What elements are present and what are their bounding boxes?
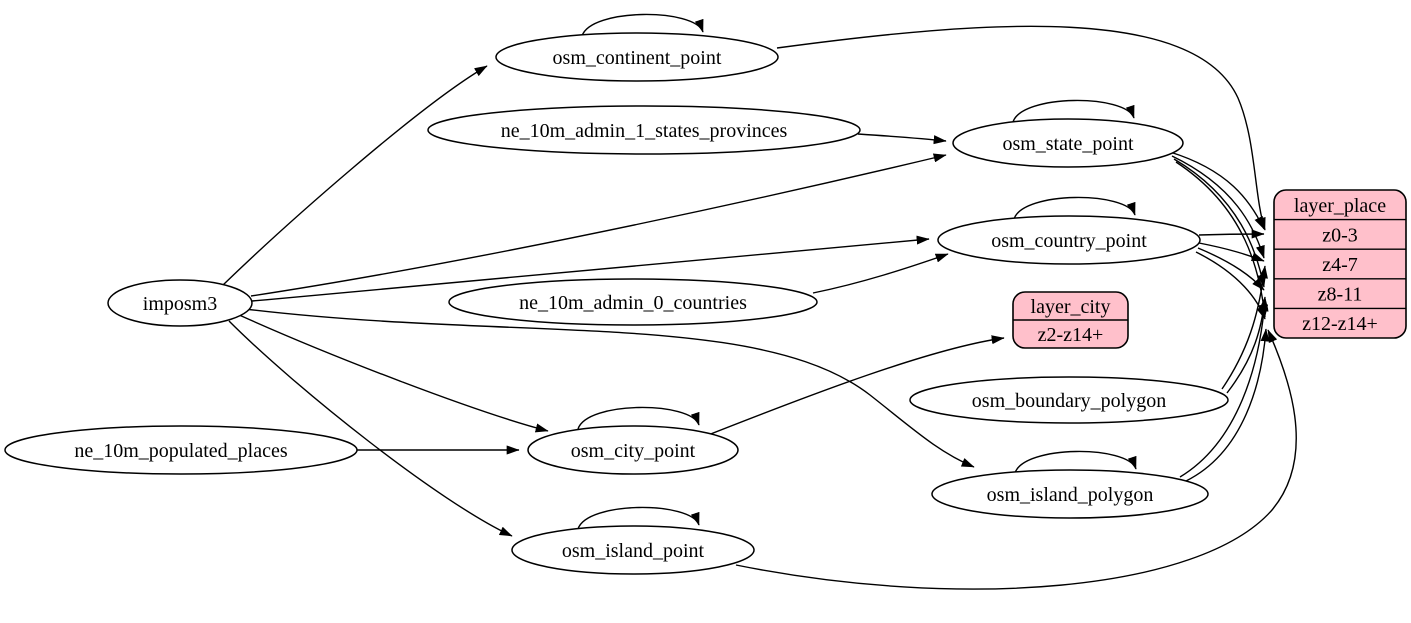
edge-osm_continent_point-to-layer_placez0-3	[776, 25, 1266, 231]
node-shape-imposm3	[107, 279, 253, 327]
record-row-layer_place-z4-7: z4-7	[1322, 254, 1358, 276]
node-shape-osm_island_point	[511, 525, 755, 575]
record-row-layer_place-z8-11: z8-11	[1318, 284, 1363, 306]
edge-osm_country_point-to-layer_placez8-11	[1197, 247, 1265, 291]
record-row-layer_place-z0-3: z0-3	[1322, 224, 1358, 246]
self-loop-osm_country_point	[1013, 196, 1136, 220]
node-osm_boundary_polygon: osm_boundary_polygon	[909, 376, 1229, 424]
edge-layer	[222, 13, 1297, 590]
node-shape-osm_boundary_polygon	[909, 376, 1229, 424]
node-shape-ne_10m_admin_0_countries	[448, 278, 818, 326]
record-row-layer_place-z12-z14-: z12-z14+	[1302, 313, 1378, 335]
edge-ne_10m_admin_1_states_provinces-to-osm_state_point	[857, 133, 947, 145]
node-shape-ne_10m_populated_places	[4, 425, 358, 475]
edge-osm_state_point-to-layer_placez0-3	[1169, 151, 1265, 230]
edge-osm_island_polygon-to-layer_placez8-11	[1179, 298, 1269, 478]
edge-imposm3-to-osm_state_point	[250, 153, 947, 297]
edge-osm_country_point-to-layer_placez4-7	[1198, 242, 1265, 262]
edge-osm_state_point-to-layer_placez4-7	[1171, 155, 1265, 259]
node-label-imposm3: imposm3	[143, 293, 217, 315]
node-label-osm_country_point: osm_country_point	[991, 230, 1147, 252]
node-label-osm_island_point: osm_island_point	[562, 540, 705, 562]
node-shape-osm_continent_point	[495, 32, 779, 82]
record-row-layer_place-layer-place: layer_place	[1294, 195, 1386, 217]
record-layer_place: layer_place z0-3 z4-7 z8-11 z12-z14+	[1273, 189, 1407, 339]
node-osm_state_point: osm_state_point	[952, 118, 1184, 168]
node-label-ne_10m_populated_places: ne_10m_populated_places	[74, 440, 287, 462]
edge-osm_island_polygon-to-layer_placez12-z14	[1185, 328, 1270, 482]
node-osm_island_polygon: osm_island_polygon	[931, 469, 1209, 519]
record-layer_city: layer_city z2-z14+	[1012, 291, 1129, 349]
record-shape-layer_place	[1273, 189, 1407, 339]
edge-imposm3-to-osm_island_polygon	[244, 308, 975, 468]
node-osm_country_point: osm_country_point	[937, 215, 1201, 265]
node-ne_10m_admin_0_countries: ne_10m_admin_0_countries	[448, 278, 818, 326]
self-loop-osm_island_polygon	[1014, 450, 1137, 474]
node-shape-osm_city_point	[527, 425, 739, 475]
node-label-osm_city_point: osm_city_point	[571, 440, 696, 462]
edge-osm_island_point-to-layer_placez12-z14	[735, 329, 1297, 590]
node-label-osm_boundary_polygon: osm_boundary_polygon	[972, 390, 1166, 412]
record-row-layer_city-layer-city: layer_city	[1031, 296, 1111, 318]
node-shape-osm_state_point	[952, 118, 1184, 168]
node-ne_10m_populated_places: ne_10m_populated_places	[4, 425, 358, 475]
edge-imposm3-to-osm_continent_point	[222, 65, 488, 286]
edge-osm_country_point-to-layer_placez0-3	[1198, 229, 1265, 239]
edge-imposm3-to-osm_island_point	[228, 320, 513, 537]
node-osm_island_point: osm_island_point	[511, 525, 755, 575]
edge-osm_city_point-to-layer_cityz2-z14	[702, 335, 1005, 438]
node-imposm3: imposm3	[107, 279, 253, 327]
edge-osm_boundary_polygon-to-layer_placez4-7	[1221, 265, 1268, 390]
node-ne_10m_admin_1_states_provinces: ne_10m_admin_1_states_provinces	[427, 105, 861, 155]
node-label-ne_10m_admin_0_countries: ne_10m_admin_0_countries	[519, 292, 747, 314]
edge-imposm3-to-osm_city_point	[236, 313, 549, 433]
edge-ne_10m_admin_0_countries-to-osm_country_point	[812, 253, 949, 294]
node-label-osm_continent_point: osm_continent_point	[553, 47, 722, 69]
self-loop-osm_continent_point	[581, 13, 704, 37]
node-shape-osm_island_polygon	[931, 469, 1209, 519]
self-loop-osm_state_point	[1012, 99, 1135, 123]
node-osm_city_point: osm_city_point	[527, 425, 739, 475]
node-label-osm_island_polygon: osm_island_polygon	[987, 484, 1154, 506]
node-label-ne_10m_admin_1_states_provinces: ne_10m_admin_1_states_provinces	[501, 120, 788, 142]
self-loop-osm_island_point	[577, 506, 700, 530]
edge-imposm3-to-osm_country_point	[251, 235, 930, 302]
record-row-layer_city-z2-z14-: z2-z14+	[1038, 324, 1104, 346]
self-loop-osm_city_point	[577, 406, 700, 430]
node-osm_continent_point: osm_continent_point	[495, 32, 779, 82]
node-label-osm_state_point: osm_state_point	[1002, 133, 1134, 155]
node-shape-osm_country_point	[937, 215, 1201, 265]
node-shape-ne_10m_admin_1_states_provinces	[427, 105, 861, 155]
